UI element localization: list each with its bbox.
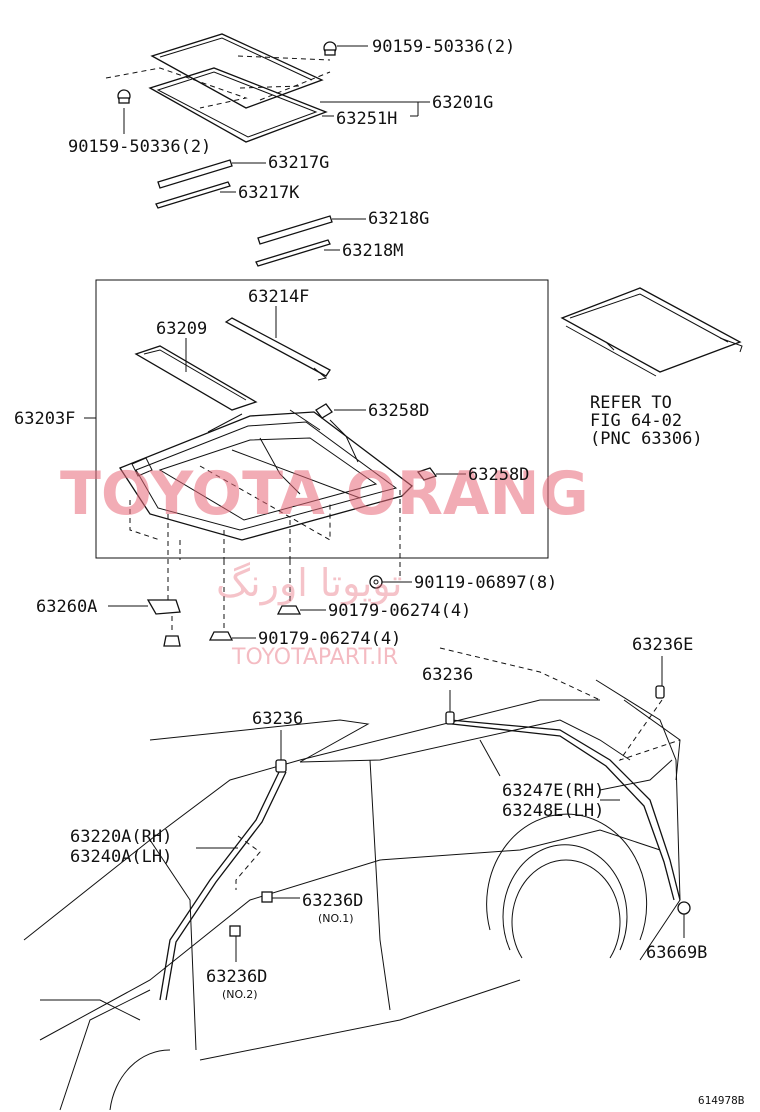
label-63201G: 63201G bbox=[432, 93, 493, 113]
weatherstrip-63217G bbox=[157, 159, 233, 189]
assembly-box bbox=[95, 279, 549, 559]
deflector-63214F bbox=[224, 317, 331, 381]
watermark-main: TOYOTA ORANG bbox=[60, 459, 589, 529]
grommet-icon bbox=[163, 635, 181, 647]
label-63236E: 63236E bbox=[632, 635, 693, 655]
sunroof-housing-frame bbox=[119, 409, 413, 541]
label-63217K: 63217K bbox=[238, 183, 300, 203]
drain-hose-front bbox=[159, 769, 287, 1001]
figure-number: 614978B bbox=[698, 1094, 745, 1107]
label-63217G: 63217G bbox=[268, 153, 329, 173]
grommet-63669B bbox=[677, 901, 691, 915]
label-63236D-2: 63236D bbox=[206, 967, 267, 987]
label-90119: 90119-06897(8) bbox=[414, 573, 557, 593]
refer-line-2: FIG 64-02 bbox=[590, 411, 682, 431]
label-63240A: 63240A(LH) bbox=[70, 847, 172, 867]
label-no1: (NO.1) bbox=[318, 912, 354, 925]
drain-hose-bracket-63260A bbox=[146, 599, 181, 615]
label-90159-left: 90159-50336(2) bbox=[68, 137, 211, 157]
label-90159-top: 90159-50336(2) bbox=[372, 37, 515, 57]
hose-clamp-icon bbox=[445, 711, 455, 725]
label-63236-right: 63236 bbox=[422, 665, 473, 685]
label-63203F: 63203F bbox=[14, 409, 75, 429]
drain-hose-rear bbox=[449, 719, 681, 901]
sunshade-reference-drawing bbox=[560, 287, 743, 377]
label-no2: (NO.2) bbox=[222, 988, 258, 1001]
refer-line-1: REFER TO bbox=[590, 393, 672, 413]
hose-clamp-icon bbox=[655, 685, 665, 699]
label-90179-1: 90179-06274(4) bbox=[328, 601, 471, 621]
label-63248E: 63248E(LH) bbox=[502, 801, 604, 821]
refer-line-3: (PNC 63306) bbox=[590, 429, 703, 449]
clip-icon bbox=[208, 631, 234, 641]
label-90179-2: 90179-06274(4) bbox=[258, 629, 401, 649]
hose-end-icon bbox=[229, 925, 241, 937]
weatherstrip-63217K bbox=[155, 181, 231, 209]
clip-icon bbox=[117, 89, 131, 104]
weatherstrip-63218G bbox=[257, 215, 333, 245]
bracket-icon bbox=[416, 467, 438, 481]
label-63218M: 63218M bbox=[342, 241, 403, 261]
label-63209: 63209 bbox=[156, 319, 207, 339]
label-63258D-2: 63258D bbox=[468, 465, 529, 485]
label-63220A: 63220A(RH) bbox=[70, 827, 172, 847]
label-63260A: 63260A bbox=[36, 597, 97, 617]
label-63236-left: 63236 bbox=[252, 709, 303, 729]
label-63218G: 63218G bbox=[368, 209, 429, 229]
watermark-url: TOYOTAPART.IR bbox=[231, 645, 398, 670]
label-63247E: 63247E(RH) bbox=[502, 781, 604, 801]
hose-clamp-icon bbox=[275, 759, 287, 773]
watermark-arabic: تویوتا اورنگ bbox=[216, 561, 403, 606]
label-63669B: 63669B bbox=[646, 943, 707, 963]
sunroof-glass-assembly bbox=[105, 33, 331, 143]
clip-icon bbox=[276, 605, 302, 615]
hose-end-icon bbox=[261, 891, 273, 903]
label-63214F: 63214F bbox=[248, 287, 309, 307]
label-63236D-1: 63236D bbox=[302, 891, 363, 911]
vehicle-body-outline bbox=[23, 647, 681, 1111]
shade-rail-63209 bbox=[134, 345, 258, 411]
weatherstrip-63218M bbox=[255, 239, 331, 267]
label-63258D-1: 63258D bbox=[368, 401, 429, 421]
bracket-icon bbox=[315, 403, 333, 419]
clip-icon bbox=[323, 41, 337, 56]
label-63251H: 63251H bbox=[336, 109, 397, 129]
